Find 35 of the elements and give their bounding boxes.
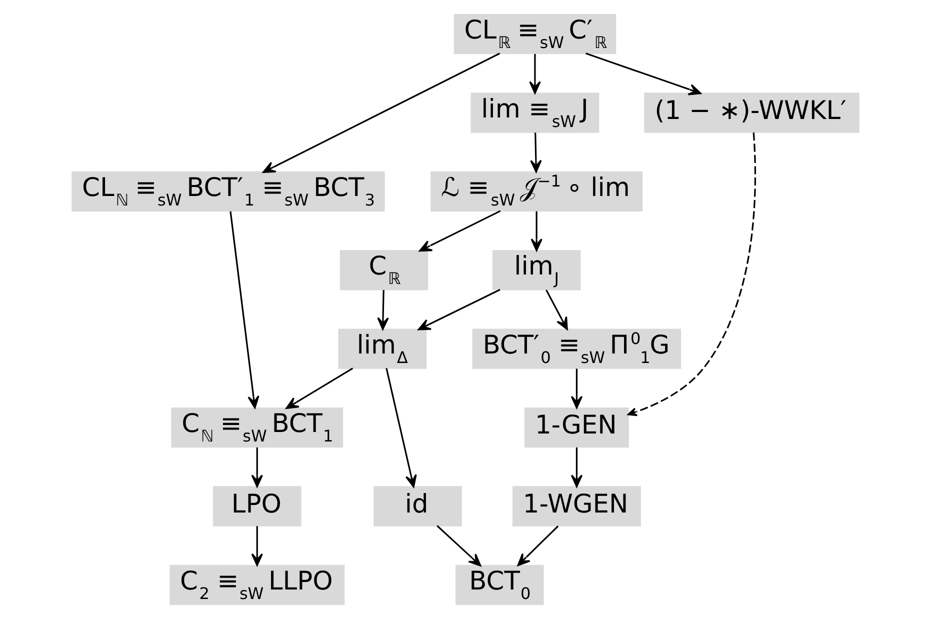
arrow [628, 132, 756, 416]
arrow [251, 526, 263, 566]
node-box: 1-GEN [524, 407, 629, 448]
node-box: CL$_{ℕ}$ ≡$_{sW}$ BCT′$_{1}$ ≡$_{sW}$ BCT$_{3}$ [72, 171, 385, 212]
arrow [436, 525, 482, 566]
arrow [377, 290, 389, 330]
arrow [529, 54, 541, 94]
arrow [530, 132, 542, 173]
arrow [517, 526, 559, 566]
arrow [262, 52, 500, 173]
arrow [530, 211, 542, 252]
arrow [418, 288, 500, 330]
node-box: lim$_{Δ}$ [338, 328, 427, 369]
node-box: BCT$_{0}$ [455, 564, 544, 605]
node-box: ℒ ≡$_{sW}$ 𝒥$^{−1}$ ∘ lim [430, 171, 643, 212]
arrow [570, 447, 583, 488]
arrow [546, 290, 568, 330]
node-box: LPO [212, 486, 302, 526]
node-box: lim$_{J}$ [492, 250, 581, 290]
node-box: CL$_{ℝ}$ ≡$_{sW}$ C′$_{ℝ}$ [454, 14, 616, 54]
node-box: lim ≡$_{sW}$ J [470, 92, 600, 133]
node-box: id [374, 486, 462, 526]
arrow [286, 368, 354, 409]
arrow [570, 368, 583, 409]
node-box: C$_{2}$ ≡$_{sW}$ LLPO [170, 564, 345, 605]
node-box: C$_{ℕ}$ ≡$_{sW}$ BCT$_{1}$ [171, 407, 344, 448]
node-box: C$_{ℝ}$ [340, 250, 428, 290]
node-box: BCT′$_{0}$ ≡$_{sW}$ Π$^{0}$$_{1}$G [472, 328, 682, 369]
arrow [586, 52, 702, 96]
arrow [230, 211, 260, 409]
arrow [386, 368, 417, 488]
arrow [251, 447, 263, 488]
arrow [419, 210, 501, 252]
node-box: (1 − ∗)-WWKL′ [644, 92, 860, 133]
node-box: 1-WGEN [512, 486, 641, 526]
